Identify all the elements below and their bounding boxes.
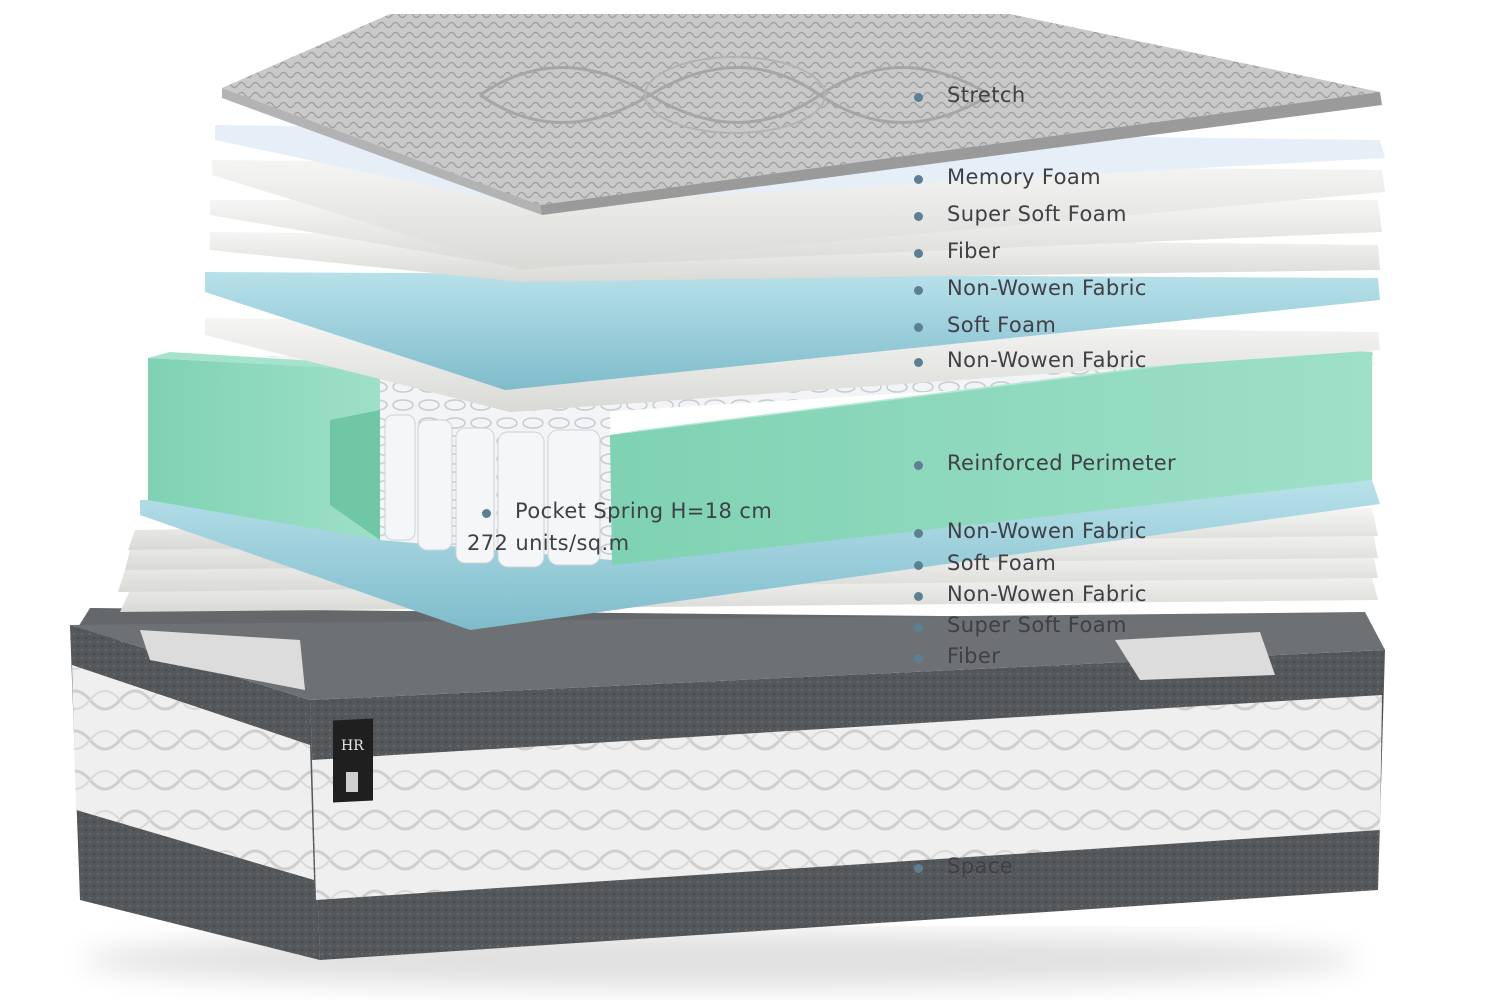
label-non-wowen-fabric-3: Non-Wowen Fabric — [914, 516, 1147, 546]
bullet-icon — [482, 509, 491, 518]
bullet-icon — [914, 175, 923, 184]
pocket-spring-height: Pocket Spring H=18 cm — [515, 499, 773, 523]
label-space: Space — [914, 851, 1013, 881]
base-mattress: HR — [70, 608, 1385, 960]
bullet-icon — [914, 93, 923, 102]
bullet-icon — [914, 864, 923, 873]
label-fiber-bottom: Fiber — [914, 641, 1000, 671]
label-super-soft-foam-top: Super Soft Foam — [914, 199, 1127, 229]
bullet-icon — [914, 358, 923, 367]
label-non-wowen-fabric-2: Non-Wowen Fabric — [914, 345, 1147, 375]
label-pocket-spring: Pocket Spring H=18 cm 272 units/sq.m — [467, 496, 773, 558]
pocket-springs — [384, 414, 601, 568]
bullet-icon — [914, 461, 923, 470]
label-stretch: Stretch — [914, 80, 1026, 110]
label-soft-foam-bottom: Soft Foam — [914, 548, 1056, 578]
bullet-icon — [914, 249, 923, 258]
label-non-wowen-fabric-4: Non-Wowen Fabric — [914, 579, 1147, 609]
bullet-icon — [914, 323, 923, 332]
bullet-icon — [914, 561, 923, 570]
pocket-spring-density: 272 units/sq.m — [467, 531, 630, 555]
label-memory-foam: Memory Foam — [914, 162, 1101, 192]
bullet-icon — [914, 654, 923, 663]
bullet-icon — [914, 623, 923, 632]
bullet-icon — [914, 529, 923, 538]
stretch-top-layer — [222, 14, 1382, 215]
label-super-soft-foam-bottom: Super Soft Foam — [914, 610, 1127, 640]
label-non-wowen-fabric-1: Non-Wowen Fabric — [914, 273, 1147, 303]
bullet-icon — [914, 286, 923, 295]
label-soft-foam-top: Soft Foam — [914, 310, 1056, 340]
bullet-icon — [914, 212, 923, 221]
brand-tag: HR — [333, 718, 373, 803]
brand-tag-text: HR — [341, 738, 364, 754]
label-fiber-top: Fiber — [914, 236, 1000, 266]
label-reinforced-perimeter: Reinforced Perimeter — [914, 448, 1176, 478]
bullet-icon — [914, 592, 923, 601]
